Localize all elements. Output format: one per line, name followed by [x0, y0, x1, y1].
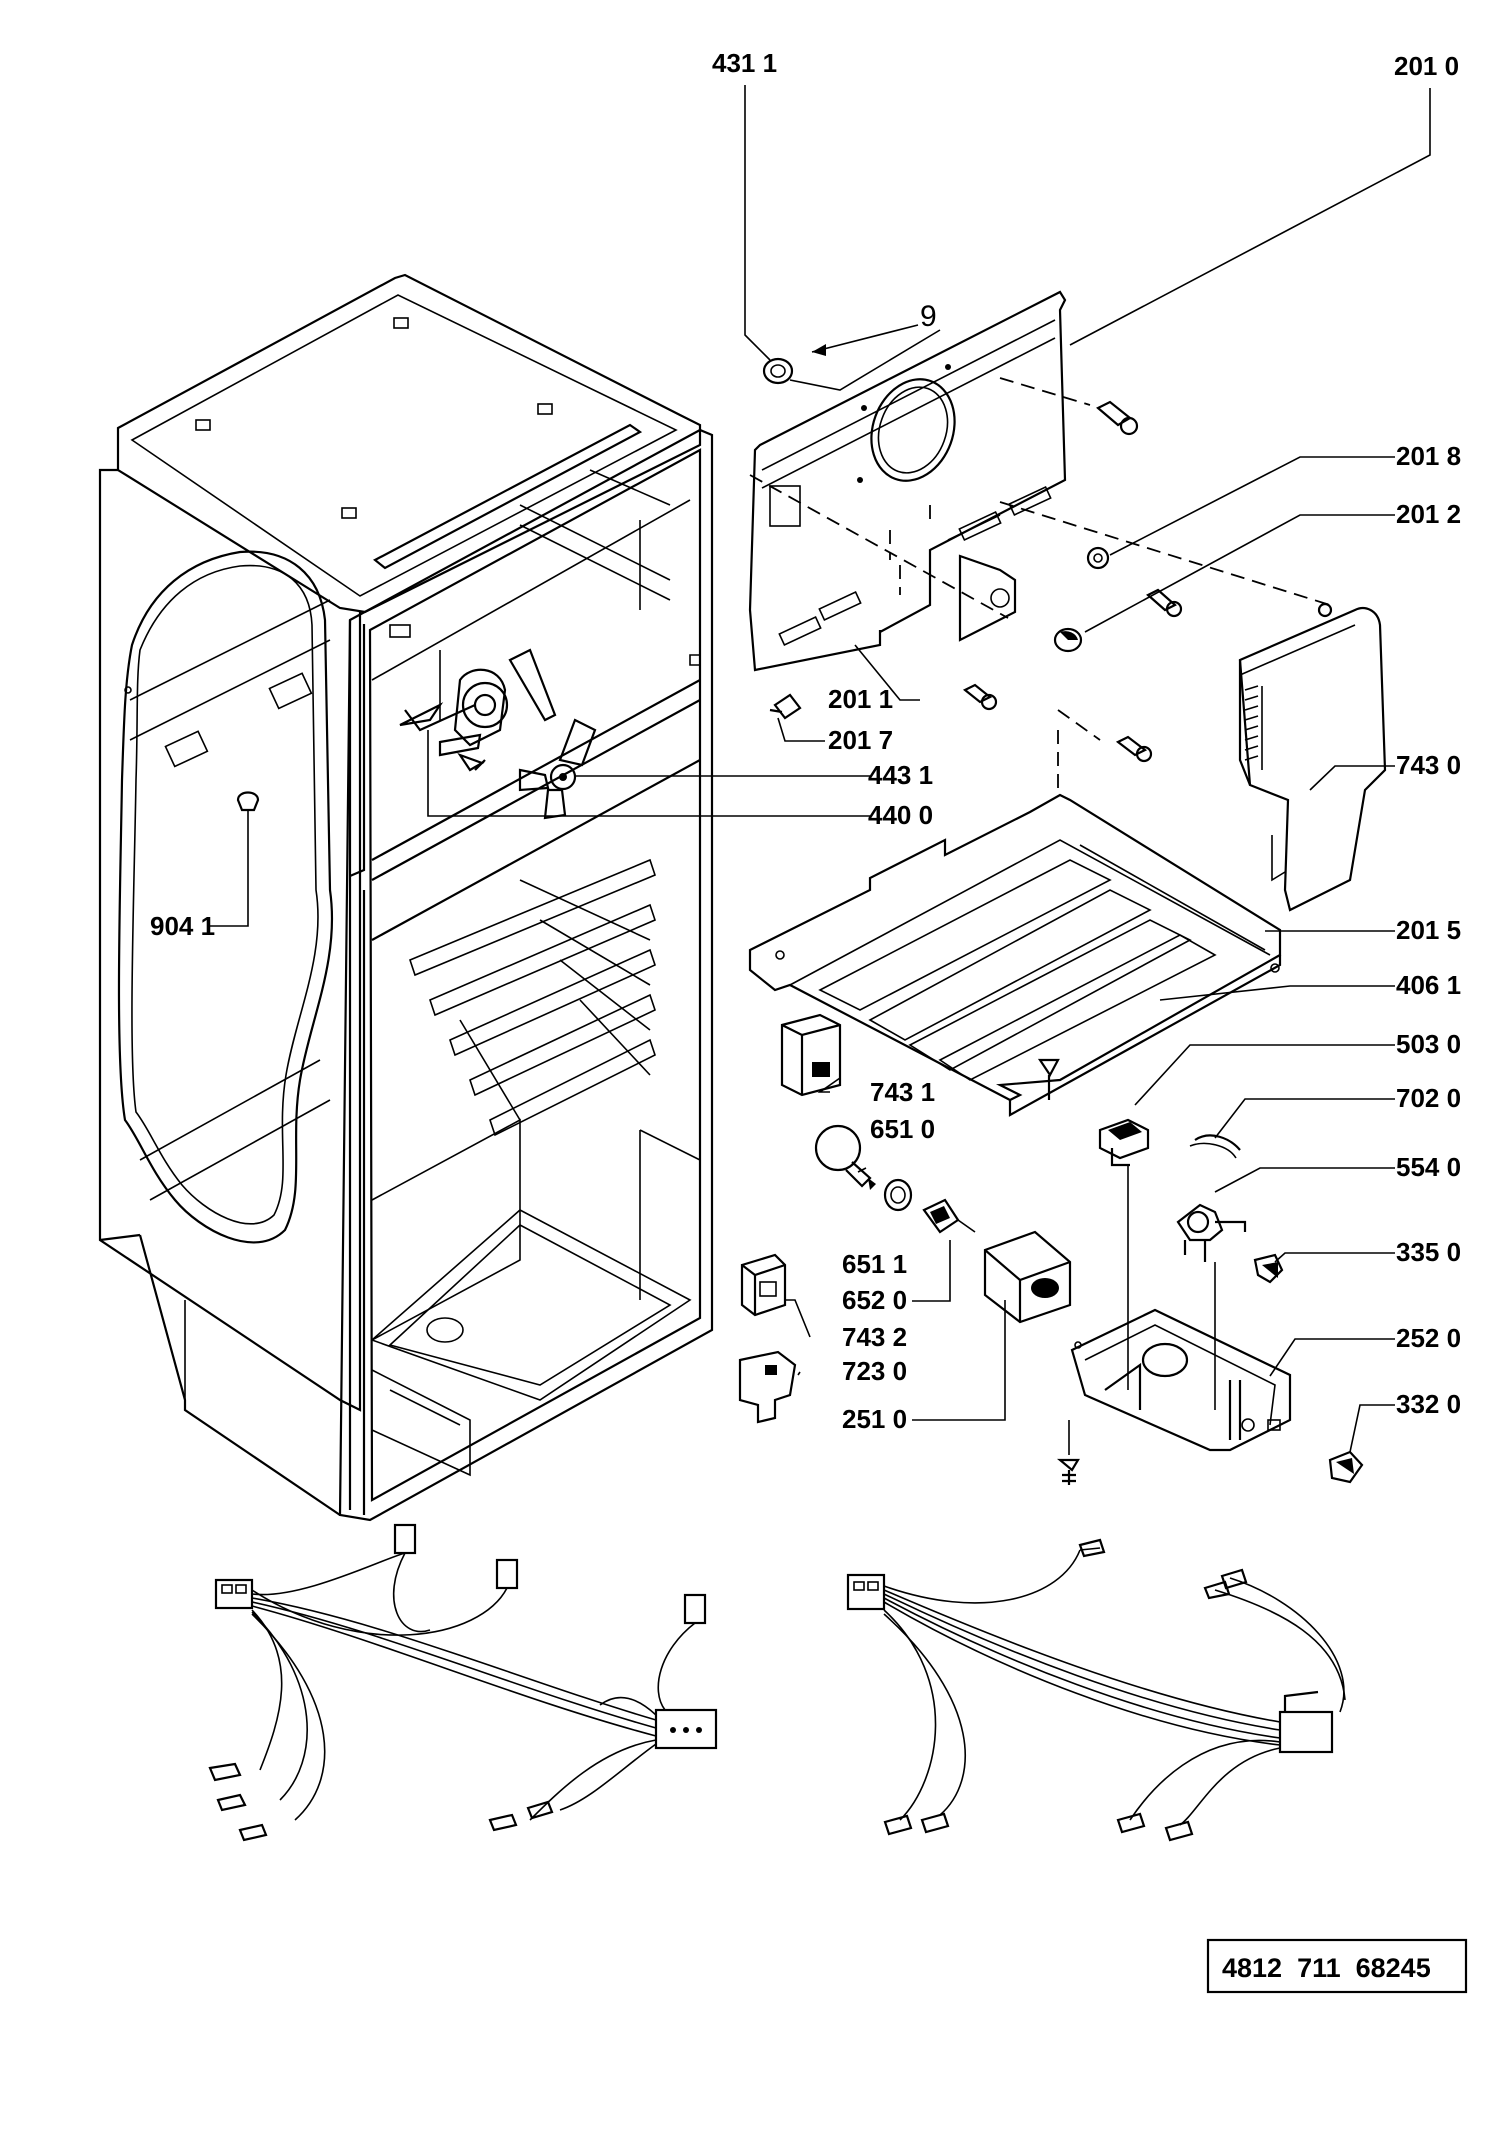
label-904-1: 904 1 [150, 911, 215, 941]
label-440-0: 440 0 [868, 800, 933, 830]
document-number-box: 4812 711 68245 [1206, 1938, 1468, 1994]
label-201-0: 201 0 [1394, 51, 1459, 81]
leader-lines [208, 85, 1431, 1453]
label-9: 9 [920, 300, 937, 333]
label-252-0: 252 0 [1396, 1323, 1461, 1353]
label-723-0: 723 0 [842, 1356, 907, 1386]
document-number: 4812 711 68245 [1222, 1953, 1431, 1983]
wiring-harness-left [208, 1523, 718, 1842]
screws-top [749, 324, 1331, 790]
label-332-0: 332 0 [1396, 1389, 1461, 1419]
air-duct-cover [1238, 602, 1387, 912]
label-201-2: 201 2 [1396, 499, 1461, 529]
label-201-7: 201 7 [828, 725, 893, 755]
label-201-5: 201 5 [1396, 915, 1461, 945]
label-503-0: 503 0 [1396, 1029, 1461, 1059]
evaporator-cover-panel [748, 290, 1067, 672]
label-554-0: 554 0 [1396, 1152, 1461, 1182]
label-743-1: 743 1 [870, 1077, 935, 1107]
label-443-1: 443 1 [868, 760, 933, 790]
label-702-0: 702 0 [1396, 1083, 1461, 1113]
label-201-8: 201 8 [1396, 441, 1461, 471]
electrical-parts [738, 1013, 1364, 1485]
fan-motor-assembly [399, 648, 597, 820]
label-651-0: 651 0 [870, 1114, 935, 1144]
part-labels: 431 1 201 0 9 201 8 201 2 201 1 201 7 44… [150, 48, 1461, 1434]
wiring-harness-right [846, 1538, 1346, 1842]
label-431-1: 431 1 [712, 48, 777, 78]
cabinet-body [98, 273, 714, 1522]
label-251-0: 251 0 [842, 1404, 907, 1434]
shelf-tray [748, 793, 1282, 1117]
label-652-0: 652 0 [842, 1285, 907, 1315]
label-743-0: 743 0 [1396, 750, 1461, 780]
label-651-1: 651 1 [842, 1249, 907, 1279]
label-335-0: 335 0 [1396, 1237, 1461, 1267]
label-201-1: 201 1 [828, 684, 893, 714]
label-406-1: 406 1 [1396, 970, 1461, 1000]
label-743-2: 743 2 [842, 1322, 907, 1352]
